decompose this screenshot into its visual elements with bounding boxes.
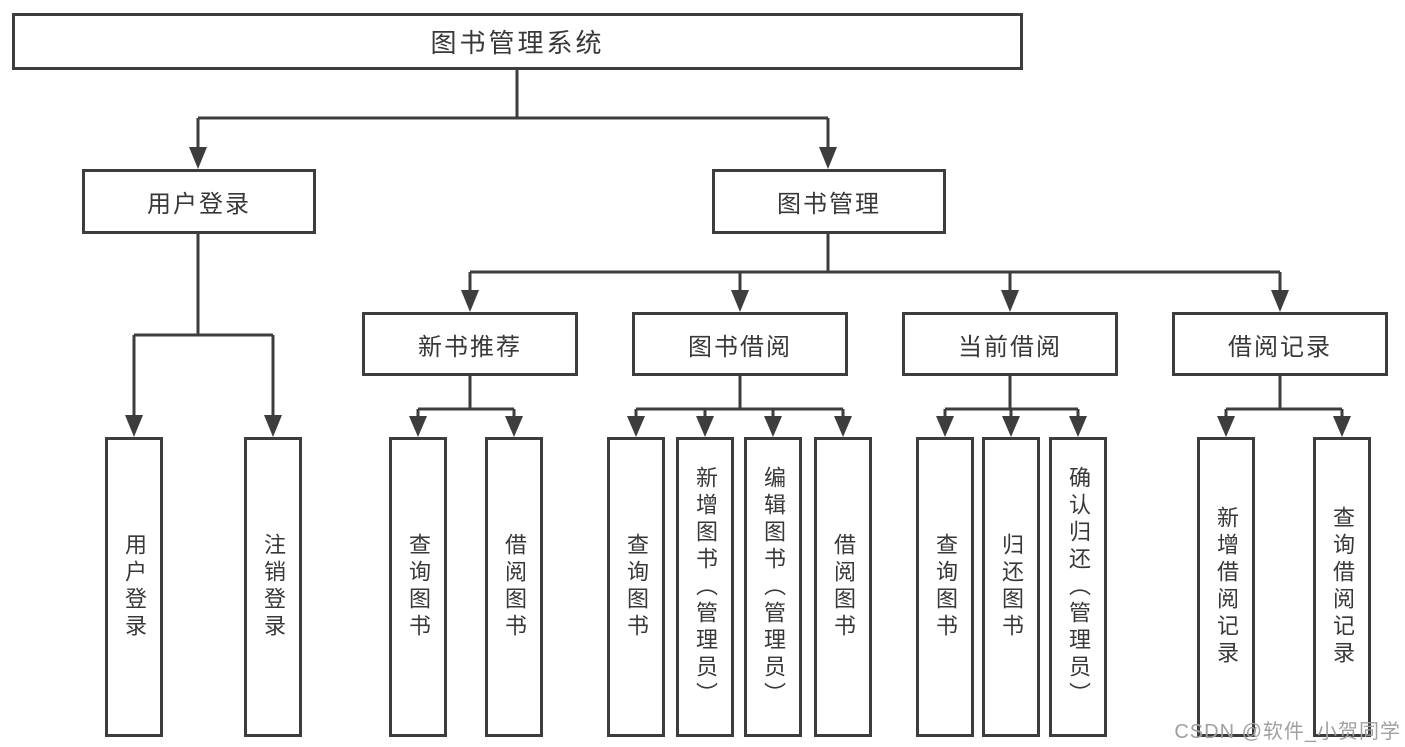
branch-new-book-recommend xyxy=(416,376,516,420)
branch-current-borrow xyxy=(943,376,1080,420)
leaf-edit-books-admin-label: 编辑图书（管理员） xyxy=(761,465,786,709)
node-root-label: 图书管理系统 xyxy=(430,28,605,58)
arrowhead xyxy=(461,290,479,312)
node-borrow-records-label: 借阅记录 xyxy=(1228,333,1332,361)
leaf-confirm-return-admin-label: 确认归还（管理员） xyxy=(1066,465,1091,709)
node-new-book-recommend: 新书推荐 xyxy=(362,312,578,376)
leaf-add-books-admin: 新增图书（管理员） xyxy=(676,437,734,737)
leaf-user-login: 用户登录 xyxy=(105,437,163,737)
arrowhead xyxy=(696,416,714,437)
csdn-watermark: CSDN @软件_小贺同学 xyxy=(1174,721,1401,743)
node-current-borrow-label: 当前借阅 xyxy=(958,333,1062,361)
leaf-query-borrow-record-label: 查询借阅记录 xyxy=(1330,506,1355,668)
leaf-user-login-label: 用户登录 xyxy=(122,533,147,641)
node-root-system: 图书管理系统 xyxy=(12,13,1023,70)
arrowhead xyxy=(731,290,749,312)
branch-book-management xyxy=(468,233,1282,295)
leaf-add-books-admin-label: 新增图书（管理员） xyxy=(693,465,718,709)
arrowhead xyxy=(189,147,207,169)
leaf-borrow-query-books: 查询图书 xyxy=(607,437,665,737)
leaf-add-borrow-record-label: 新增借阅记录 xyxy=(1214,506,1239,668)
leaf-confirm-return-admin: 确认归还（管理员） xyxy=(1049,437,1107,737)
arrowhead xyxy=(764,416,782,437)
leaf-add-borrow-record: 新增借阅记录 xyxy=(1197,437,1255,737)
arrowhead xyxy=(1271,290,1289,312)
leaf-return-books: 归还图书 xyxy=(982,437,1040,737)
leaf-edit-books-admin: 编辑图书（管理员） xyxy=(744,437,802,737)
leaf-current-query-books-label: 查询图书 xyxy=(933,533,958,641)
arrowhead xyxy=(1002,416,1020,437)
leaf-recommend-borrow-books-label: 借阅图书 xyxy=(502,533,527,641)
branch-root xyxy=(196,69,830,151)
leaf-logout: 注销登录 xyxy=(244,437,302,737)
arrowhead xyxy=(1217,416,1235,437)
leaf-borrow-query-books-label: 查询图书 xyxy=(624,533,649,641)
leaf-logout-label: 注销登录 xyxy=(261,533,286,641)
arrowhead xyxy=(409,416,427,437)
arrowhead xyxy=(936,416,954,437)
leaf-borrow-books: 借阅图书 xyxy=(814,437,872,737)
arrowhead xyxy=(1333,416,1351,437)
arrowhead xyxy=(627,416,645,437)
leaf-query-borrow-record: 查询借阅记录 xyxy=(1313,437,1371,737)
branch-borrow-records xyxy=(1224,376,1344,420)
leaf-recommend-query-books-label: 查询图书 xyxy=(406,533,431,641)
leaf-borrow-books-label: 借阅图书 xyxy=(831,533,856,641)
leaf-recommend-borrow-books: 借阅图书 xyxy=(485,437,543,737)
node-user-login-label: 用户登录 xyxy=(147,191,251,218)
node-user-login: 用户登录 xyxy=(82,169,316,234)
arrowhead xyxy=(125,415,143,437)
branch-book-borrow xyxy=(634,376,845,420)
node-new-book-recommend-label: 新书推荐 xyxy=(418,333,522,361)
arrowhead xyxy=(1069,416,1087,437)
arrowhead xyxy=(834,416,852,437)
arrowhead xyxy=(819,147,837,169)
leaf-return-books-label: 归还图书 xyxy=(999,533,1024,641)
node-current-borrow: 当前借阅 xyxy=(902,312,1118,376)
node-borrow-records: 借阅记录 xyxy=(1172,312,1388,376)
node-book-borrow: 图书借阅 xyxy=(632,312,848,376)
arrowhead xyxy=(1001,290,1019,312)
branch-user-login xyxy=(132,233,275,419)
node-book-borrow-label: 图书借阅 xyxy=(688,333,792,361)
arrowhead xyxy=(505,416,523,437)
node-book-management: 图书管理 xyxy=(712,169,946,234)
arrowhead xyxy=(264,415,282,437)
node-book-management-label: 图书管理 xyxy=(777,191,881,218)
leaf-recommend-query-books: 查询图书 xyxy=(389,437,447,737)
leaf-current-query-books: 查询图书 xyxy=(916,437,974,737)
